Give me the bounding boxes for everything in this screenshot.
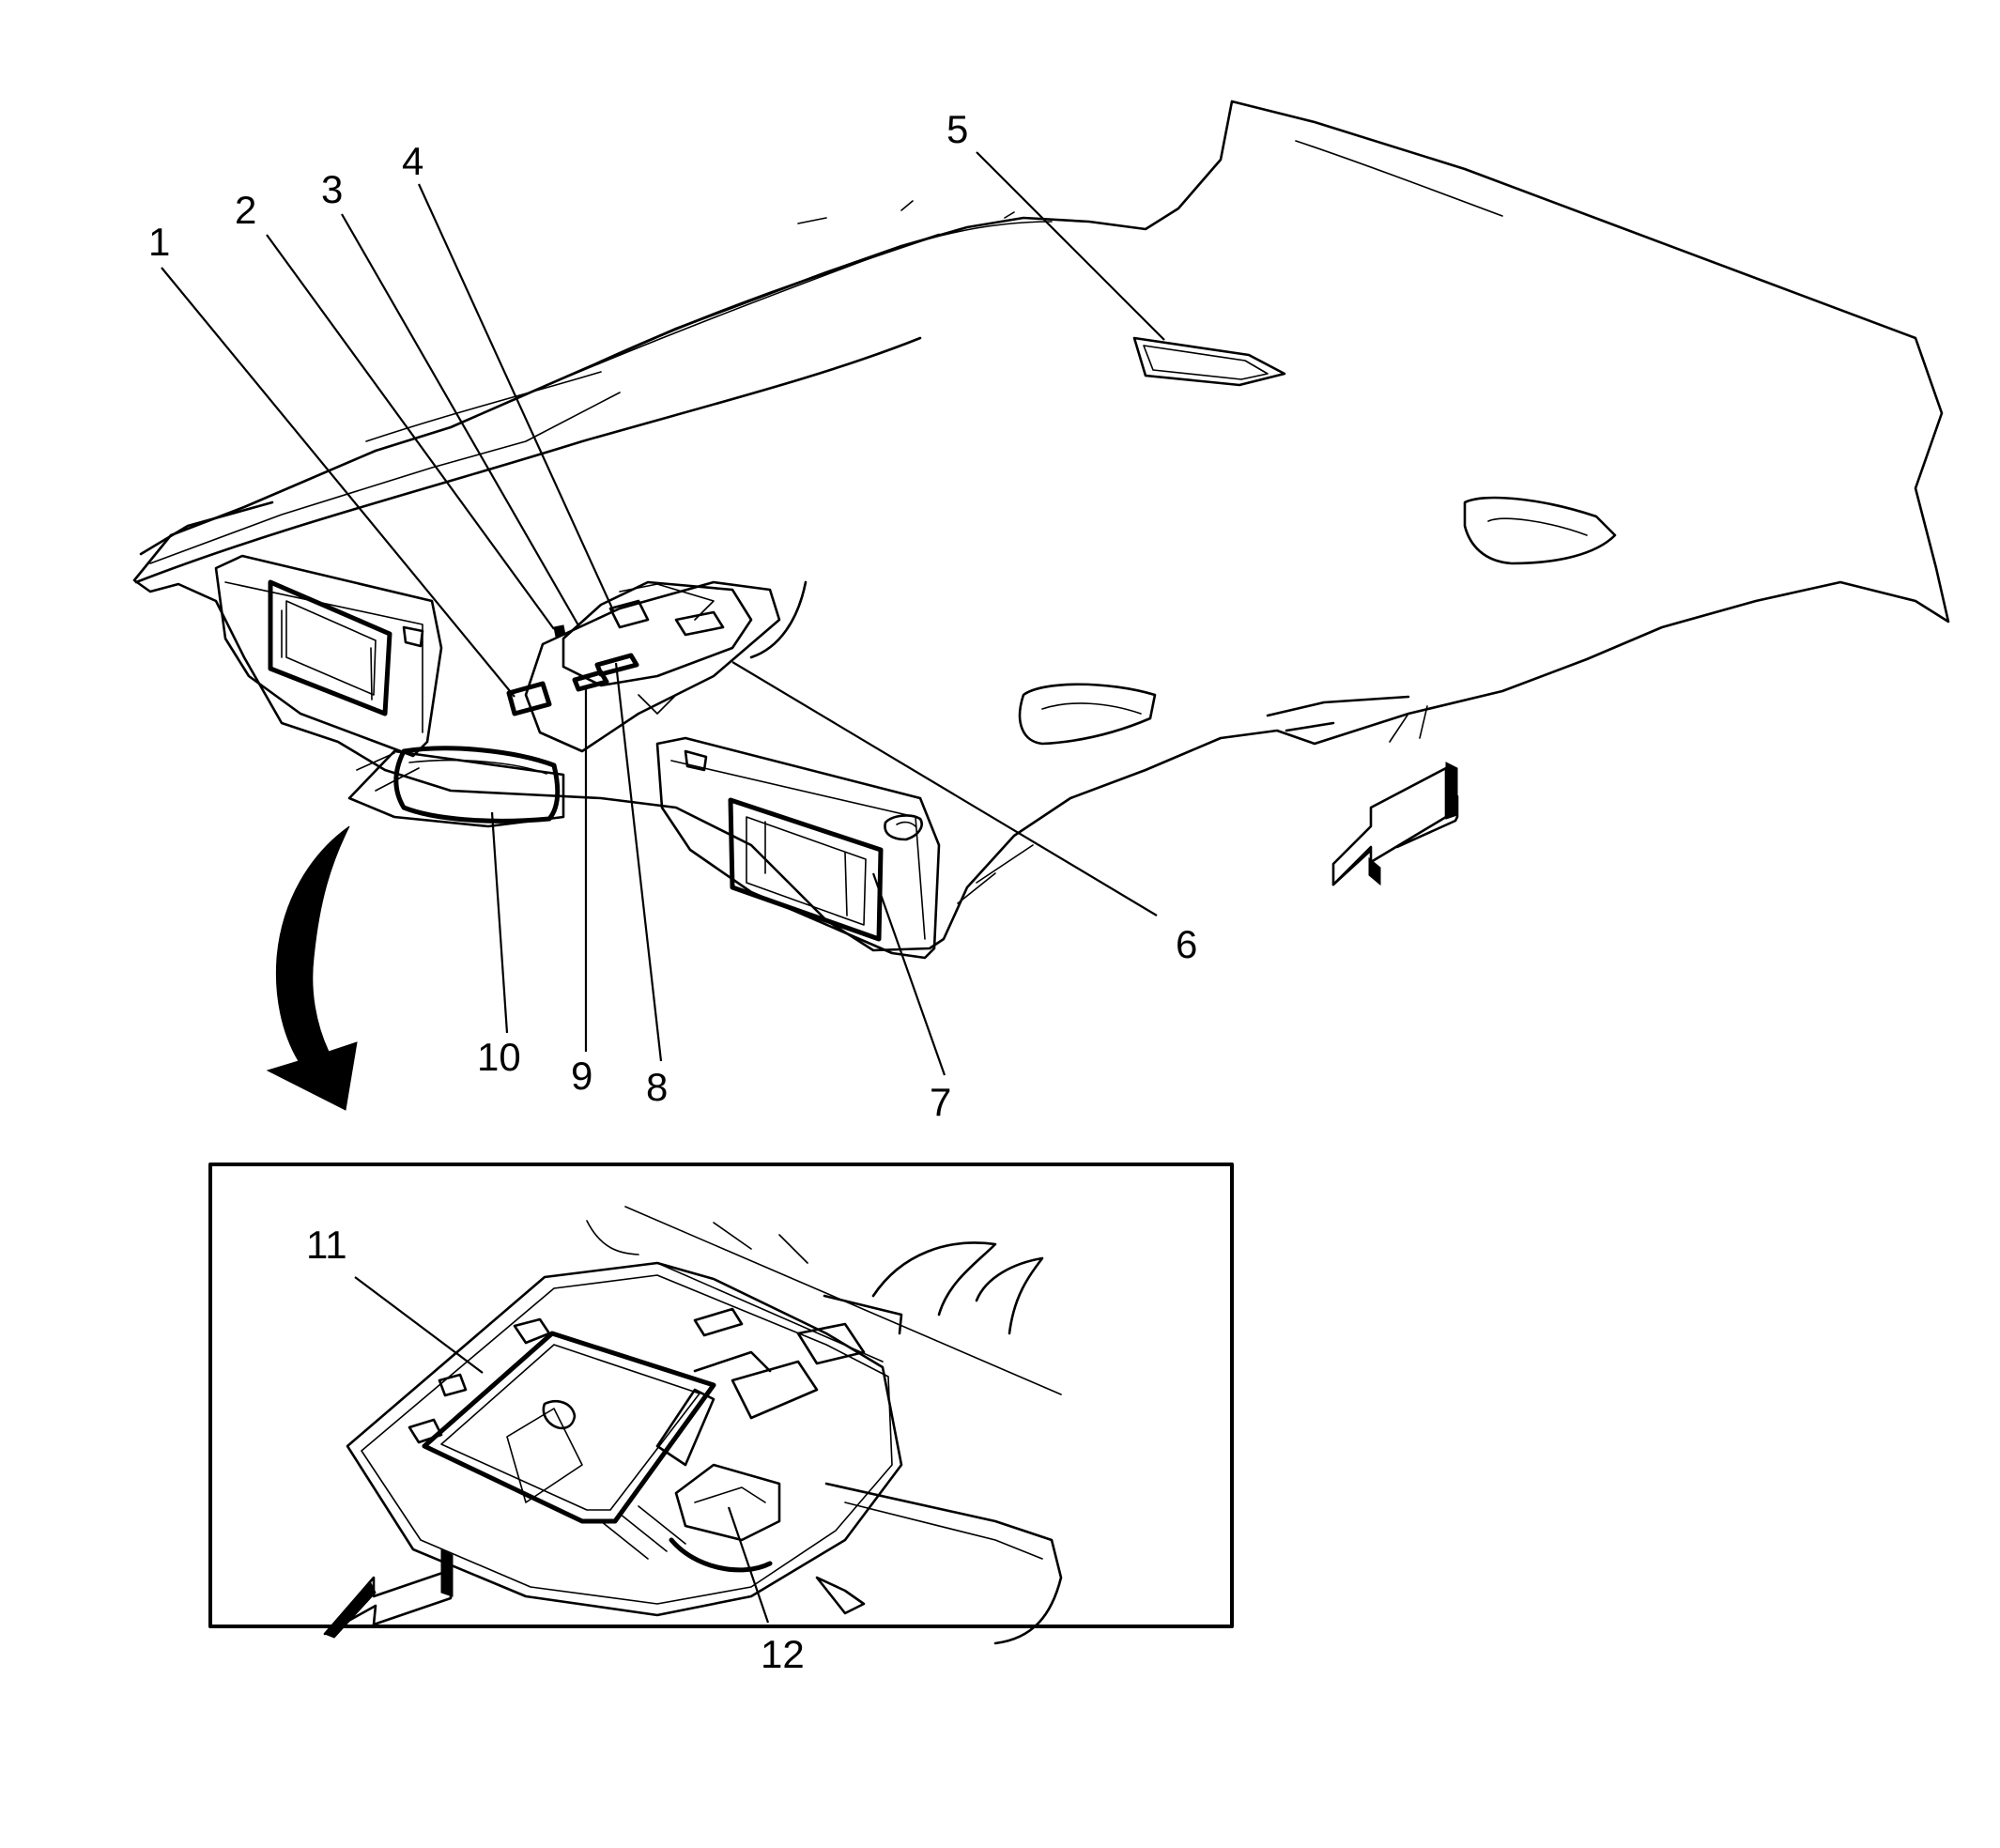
detail-view-arrow bbox=[266, 825, 358, 1111]
rearview-mirror bbox=[347, 746, 565, 828]
callout-3: 3 bbox=[321, 167, 343, 211]
leader-4 bbox=[417, 183, 615, 611]
callout-1: 1 bbox=[148, 220, 170, 264]
callout-4: 4 bbox=[402, 139, 423, 183]
callout-6: 6 bbox=[1176, 922, 1197, 966]
right-sun-visor bbox=[655, 736, 941, 960]
callout-8: 8 bbox=[646, 1065, 668, 1109]
callout-10: 10 bbox=[477, 1035, 521, 1079]
leader-5 bbox=[976, 151, 1165, 341]
leader-lines bbox=[161, 151, 1165, 1624]
leader-12 bbox=[727, 1506, 770, 1624]
overhead-console bbox=[506, 580, 808, 753]
headliner bbox=[132, 100, 1950, 952]
leader-7 bbox=[871, 872, 946, 1076]
callout-11: 11 bbox=[306, 1223, 347, 1267]
detail-inset bbox=[208, 1163, 1234, 1645]
callout-7: 7 bbox=[930, 1080, 951, 1124]
leader-10 bbox=[490, 811, 509, 1034]
leader-11 bbox=[354, 1276, 484, 1374]
callout-9: 9 bbox=[571, 1054, 592, 1098]
callout-2: 2 bbox=[235, 188, 256, 232]
forward-direction-arrow bbox=[1331, 762, 1459, 886]
leader-8 bbox=[614, 662, 663, 1062]
left-sun-visor bbox=[214, 554, 443, 758]
leader-6 bbox=[731, 661, 1158, 916]
callout-12: 12 bbox=[761, 1632, 805, 1676]
callout-5: 5 bbox=[946, 107, 968, 151]
leader-1 bbox=[161, 267, 515, 698]
leader-2 bbox=[266, 234, 555, 630]
leader-3 bbox=[341, 213, 579, 626]
callout-labels: 1 2 3 4 5 6 7 8 9 10 11 12 bbox=[148, 107, 1197, 1676]
